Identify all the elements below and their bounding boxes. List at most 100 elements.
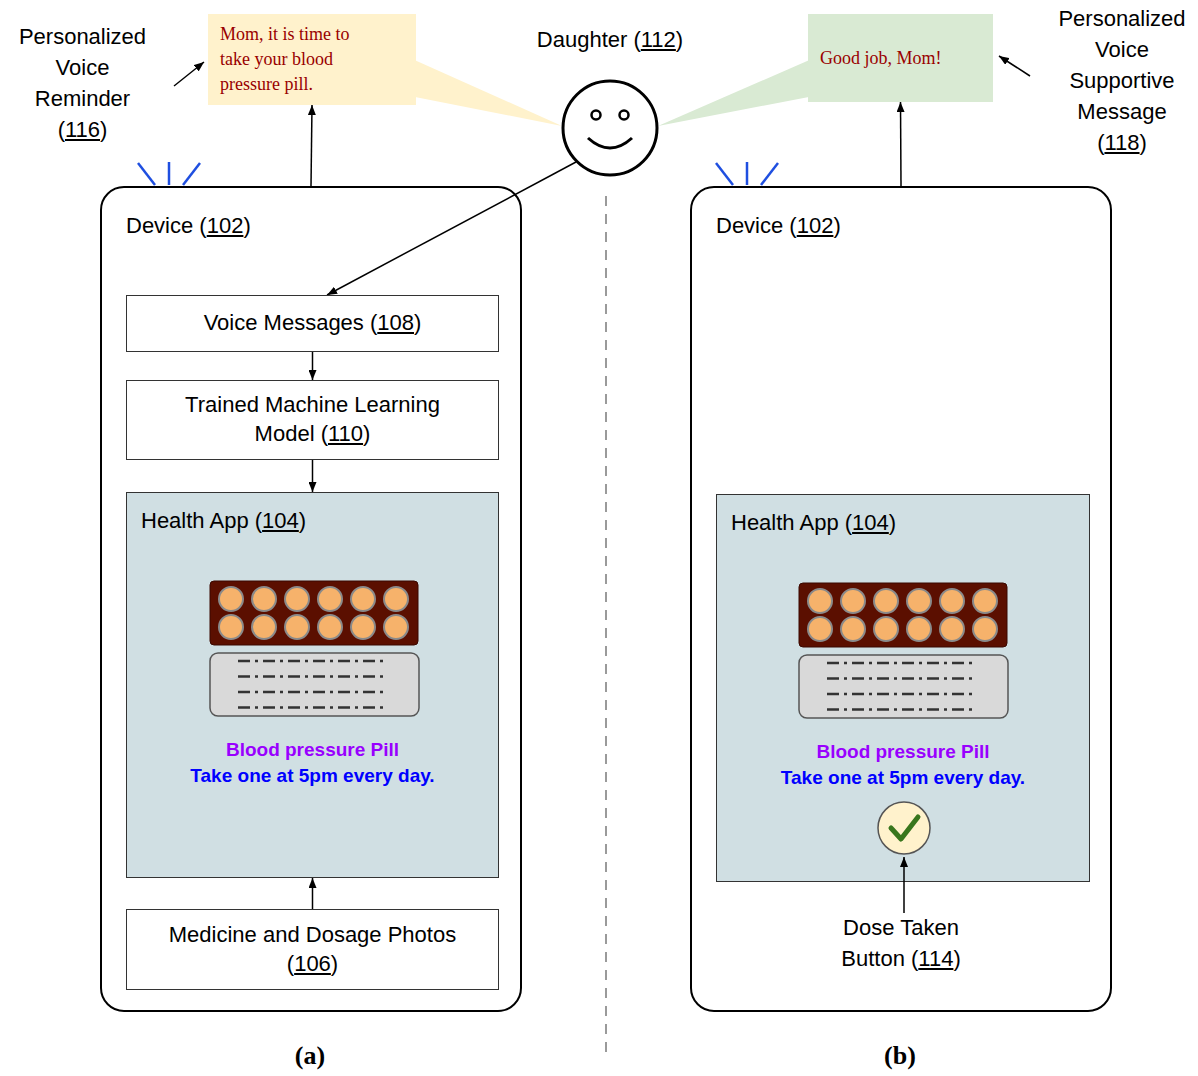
pill	[874, 617, 898, 641]
node-title: Medicine and Dosage Photos (106)	[153, 921, 473, 978]
text-run: )	[833, 213, 840, 238]
panel-label: (a)	[270, 1040, 350, 1071]
pill	[907, 617, 931, 641]
text-run: )	[331, 951, 338, 976]
text-run: )	[889, 510, 896, 535]
text-run: (108)	[370, 310, 421, 335]
callout-number: 102	[797, 213, 834, 238]
text-run: Good job, Mom!	[820, 48, 942, 68]
text-run: (a)	[295, 1041, 325, 1070]
pill-row	[219, 587, 408, 639]
device-frame: Device (102) Health App (104)Blood press…	[690, 186, 1112, 1012]
node-body-text: Take one at 5pm every day.	[127, 764, 498, 788]
node-body-text: Take one at 5pm every day.	[717, 766, 1089, 790]
dosage-text-line	[827, 677, 975, 680]
text-run: (114)	[911, 946, 961, 971]
text-run: (104)	[255, 508, 306, 533]
callout-number: 108	[377, 310, 414, 335]
text-run: (	[287, 951, 294, 976]
pill	[973, 589, 997, 613]
node-title: Mom, it is time to take your blood press…	[220, 22, 380, 97]
text-run: )	[953, 946, 960, 971]
panel-label: (b)	[860, 1040, 940, 1071]
connector-arrow	[900, 102, 902, 186]
dosage-text-line	[238, 660, 386, 663]
blister-pack	[210, 581, 418, 645]
node-body-text: Blood pressure Pill	[127, 738, 498, 762]
pill	[907, 589, 931, 613]
process-box: Voice Messages (108)	[126, 295, 499, 352]
node-title: Daughter (112)	[530, 26, 690, 55]
callout-number: 106	[294, 951, 331, 976]
connector-arrow	[312, 352, 314, 380]
text-run: )	[363, 421, 370, 446]
callout-number: 104	[262, 508, 299, 533]
node-title: Trained Machine Learning Model (110)	[163, 391, 463, 448]
face-eye	[620, 111, 629, 120]
pill	[841, 617, 865, 641]
callout-number: 118	[1104, 130, 1139, 155]
dosage-text-line	[827, 693, 975, 696]
pill	[808, 617, 832, 641]
connector-arrow	[312, 460, 314, 492]
text-run: (	[255, 508, 262, 533]
text-run: Personalized Voice Supportive Message	[1058, 6, 1185, 124]
process-box: Trained Machine Learning Model (110)	[126, 380, 499, 460]
leader-arrow	[903, 857, 905, 913]
pill	[219, 615, 243, 639]
pill	[940, 617, 964, 641]
connector-arrow	[327, 162, 576, 295]
speech-bubble: Mom, it is time to take your blood press…	[208, 14, 416, 105]
dose-taken-button	[878, 802, 930, 854]
text-run: (116)	[58, 117, 108, 142]
text-run: Device	[126, 213, 199, 238]
node-title: Device (102)	[716, 212, 841, 241]
dosage-text-line	[238, 675, 386, 678]
dosage-label	[799, 655, 1008, 718]
text-run: Blood pressure Pill	[816, 741, 989, 762]
dosage-text-line	[238, 706, 386, 709]
text-run: )	[100, 117, 107, 142]
antenna-stroke	[761, 163, 778, 185]
text-run: (	[370, 310, 377, 335]
text-run: Mom, it is time to take your blood press…	[220, 24, 350, 94]
app-panel: Health App (104) Blood pressure PillTake …	[126, 492, 499, 878]
pill	[318, 587, 342, 611]
callout-label: Personalized Voice Supportive Message (1…	[1054, 3, 1190, 158]
text-run: Take one at 5pm every day.	[190, 765, 434, 786]
blister-pack	[799, 583, 1007, 647]
pill	[384, 587, 408, 611]
text-run: (	[1097, 130, 1104, 155]
text-run: )	[243, 213, 250, 238]
text-run: (118)	[1097, 130, 1147, 155]
speech-tail	[658, 58, 814, 126]
node-title: Device (102)	[126, 212, 251, 241]
dosage-lines	[238, 661, 386, 708]
text-run: Medicine and Dosage Photos	[169, 922, 456, 947]
text-run: Personalized Voice Reminder	[19, 24, 146, 111]
device-frame: Device (102) Voice Messages (108) Trained …	[100, 186, 522, 1012]
text-run: )	[676, 27, 683, 52]
node-title: Health App (104)	[141, 507, 306, 536]
antenna-stroke	[168, 162, 171, 185]
pill	[351, 587, 375, 611]
dosage-label	[210, 653, 419, 716]
panel-divider	[605, 196, 607, 1056]
face-eye	[592, 111, 601, 120]
text-run: Health App	[141, 508, 255, 533]
pill	[384, 615, 408, 639]
pill	[874, 589, 898, 613]
text-run: (102)	[789, 213, 840, 238]
connector-arrow	[312, 878, 314, 909]
text-run: (104)	[845, 510, 896, 535]
antenna-right	[716, 162, 778, 185]
check-mark	[891, 817, 918, 839]
pill	[252, 615, 276, 639]
text-run: Blood pressure Pill	[226, 739, 399, 760]
callout-number: 112	[641, 27, 676, 52]
dosage-text-line	[827, 662, 975, 665]
medicine-illustration	[127, 493, 500, 879]
face-smile	[588, 138, 632, 148]
pill	[940, 589, 964, 613]
